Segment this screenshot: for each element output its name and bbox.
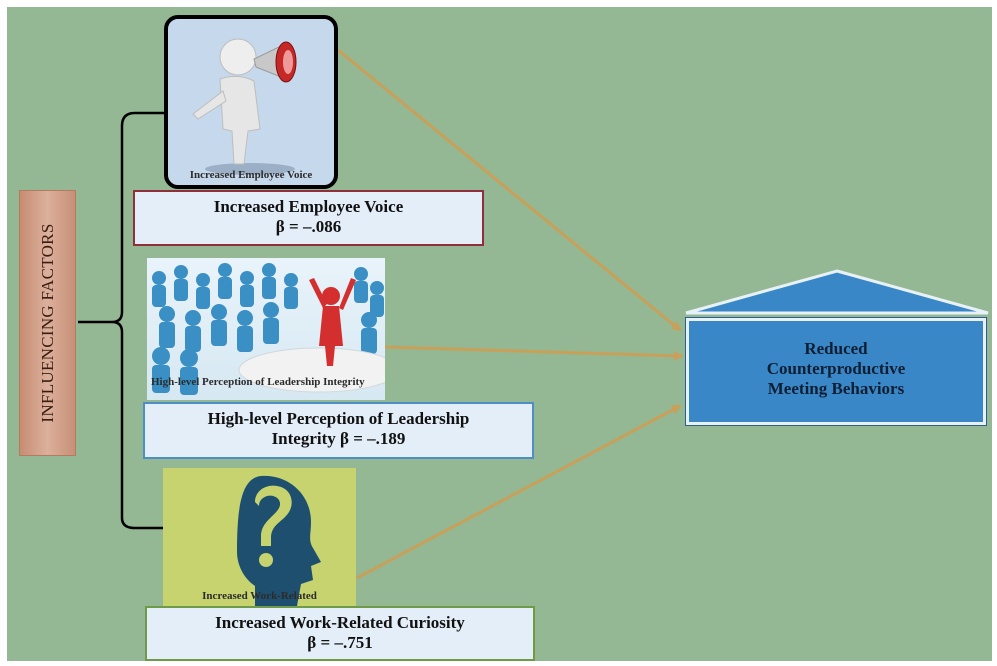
- question-head-icon: [237, 475, 321, 606]
- work-curiosity-image: Increased Work-Related: [163, 468, 356, 606]
- work-curiosity-beta: β = –.751: [307, 633, 373, 652]
- arrow-integrity: [384, 345, 684, 361]
- leadership-integrity-caption: High-level Perception of Leadership Inte…: [151, 376, 365, 388]
- employee-voice-caption: Increased Employee Voice: [189, 169, 313, 181]
- employee-voice-image: Increased Employee Voice: [164, 15, 338, 189]
- outcome-line-2: Counterproductive: [766, 359, 906, 378]
- work-curiosity-caption: Increased Work-Related: [202, 590, 317, 602]
- megaphone-person-icon: [192, 38, 297, 175]
- work-curiosity-title: Increased Work-Related Curiosity: [215, 613, 465, 632]
- employee-voice-label: Increased Employee Voice β = –.086: [133, 190, 484, 246]
- employee-voice-title: Increased Employee Voice: [213, 197, 404, 216]
- crowd-leader-icon: [152, 263, 385, 395]
- work-curiosity-label: Increased Work-Related Curiosity β = –.7…: [145, 606, 535, 661]
- arrow-voice: [337, 48, 682, 332]
- outcome-line-1: Reduced: [804, 339, 868, 358]
- arrow-curiosity: [356, 404, 682, 580]
- influencing-factors-label: INFLUENCING FACTORS: [37, 223, 57, 423]
- outcome-box: Reduced Counterproductive Meeting Behavi…: [686, 318, 986, 425]
- employee-voice-beta: β = –.086: [275, 217, 342, 236]
- bracket: [78, 111, 164, 530]
- influencing-factors-box: INFLUENCING FACTORS: [19, 190, 76, 456]
- leadership-integrity-beta: Integrity β = –.189: [271, 429, 406, 448]
- leadership-integrity-image: High-level Perception of Leadership Inte…: [147, 258, 385, 400]
- outcome-roof: [685, 269, 989, 315]
- leadership-integrity-title: High-level Perception of Leadership: [207, 409, 470, 428]
- outcome-line-3: Meeting Behaviors: [767, 379, 905, 398]
- leadership-integrity-label: High-level Perception of Leadership Inte…: [143, 402, 534, 459]
